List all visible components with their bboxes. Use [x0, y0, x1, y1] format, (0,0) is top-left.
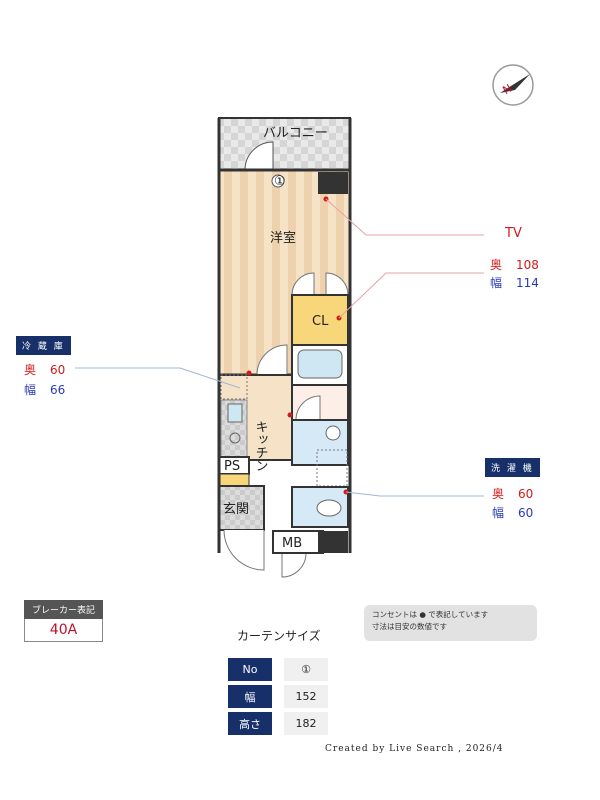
- washer-title: 洗 濯 機: [485, 458, 540, 477]
- washer-width-label: 幅: [492, 506, 505, 520]
- fridge-depth: 60: [50, 363, 66, 377]
- tv-width: 114: [516, 276, 539, 290]
- closet-label: CL: [312, 314, 329, 329]
- entrance-shoebox: [218, 473, 250, 487]
- note-line-2: 寸法は目安の数値です: [372, 622, 447, 631]
- curtain-val-no: ①: [284, 658, 328, 681]
- basin: [325, 425, 341, 441]
- entrance-door-arc: [223, 529, 265, 571]
- tv-spot: [318, 172, 348, 194]
- curtain-key-height: 高さ: [228, 712, 272, 735]
- tv-width-label: 幅: [490, 276, 503, 290]
- balcony-label: バルコニー: [263, 126, 328, 141]
- balcony-door: [244, 141, 274, 171]
- stove: [229, 432, 241, 444]
- fridge-width: 66: [50, 383, 66, 397]
- bath-door-arc: [295, 395, 321, 421]
- western-room-label: 洋室: [270, 230, 296, 246]
- tv-depth: 108: [516, 258, 539, 272]
- fridge-title: 冷 蔵 庫: [16, 336, 71, 355]
- fridge-width-row: 幅 66: [24, 381, 65, 398]
- breaker-value: 40A: [24, 619, 103, 642]
- fridge-depth-label: 奥: [24, 363, 37, 377]
- outer-wall: [217, 118, 352, 553]
- cl-leader: [338, 272, 484, 319]
- ps-label: PS: [224, 459, 240, 474]
- curtain-key-width: 幅: [228, 685, 272, 708]
- entrance-label: 玄関: [223, 502, 249, 517]
- breaker-label: ブレーカー表記: [24, 600, 103, 619]
- curtain-row-height: 高さ 182: [228, 712, 328, 735]
- curtain-row-width: 幅 152: [228, 685, 328, 708]
- tv-leader: [325, 198, 484, 236]
- mb-dark: [318, 531, 348, 553]
- curtain-key-no: No: [228, 658, 272, 681]
- entrance-door-arc-2: [281, 552, 307, 578]
- outlet-note: コンセントは ● で表記しています 寸法は目安の数値です: [364, 605, 537, 641]
- bathtub: [297, 349, 343, 379]
- washer-depth-label: 奥: [492, 487, 505, 501]
- curtain-table: No ① 幅 152 高さ 182: [228, 658, 328, 739]
- compass-needle-icon: [500, 74, 530, 93]
- tv-depth-row: 奥 108: [490, 256, 539, 273]
- credit-text: Created by Live Search , 2026/4: [325, 744, 504, 754]
- washer-depth: 60: [518, 487, 534, 501]
- tv-width-row: 幅 114: [490, 274, 539, 291]
- toilet: [316, 499, 342, 517]
- tv-depth-label: 奥: [490, 258, 503, 272]
- closet-door-arc: [291, 272, 315, 296]
- curtain-marker-circle: [271, 174, 285, 188]
- note-line-1: コンセントは ● で表記しています: [372, 610, 489, 619]
- washer-width-row: 幅 60: [492, 504, 533, 521]
- curtain-val-height: 182: [284, 712, 328, 735]
- curtain-val-width: 152: [284, 685, 328, 708]
- tv-title: TV: [505, 226, 522, 241]
- washer-width: 60: [518, 506, 534, 520]
- sink: [227, 403, 243, 423]
- curtain-row-no: No ①: [228, 658, 328, 681]
- outlet-dot: [287, 412, 293, 418]
- room-door-arc: [256, 344, 288, 376]
- fridge-leader: [75, 367, 241, 389]
- closet-door-arc-2: [325, 272, 349, 296]
- vanity-area: [291, 419, 349, 466]
- kitchen-label: キッチン: [253, 420, 268, 472]
- fridge-space: [220, 374, 248, 400]
- washer-leader: [345, 491, 484, 497]
- breaker-box: ブレーカー表記 40A: [24, 600, 103, 642]
- fridge-width-label: 幅: [24, 383, 37, 397]
- curtain-marker: ①: [274, 174, 286, 189]
- mb-label: MB: [282, 536, 302, 551]
- fridge-depth-row: 奥 60: [24, 361, 65, 378]
- curtain-title: カーテンサイズ: [237, 629, 321, 643]
- outlet-dot: [246, 370, 252, 376]
- washer-depth-row: 奥 60: [492, 485, 533, 502]
